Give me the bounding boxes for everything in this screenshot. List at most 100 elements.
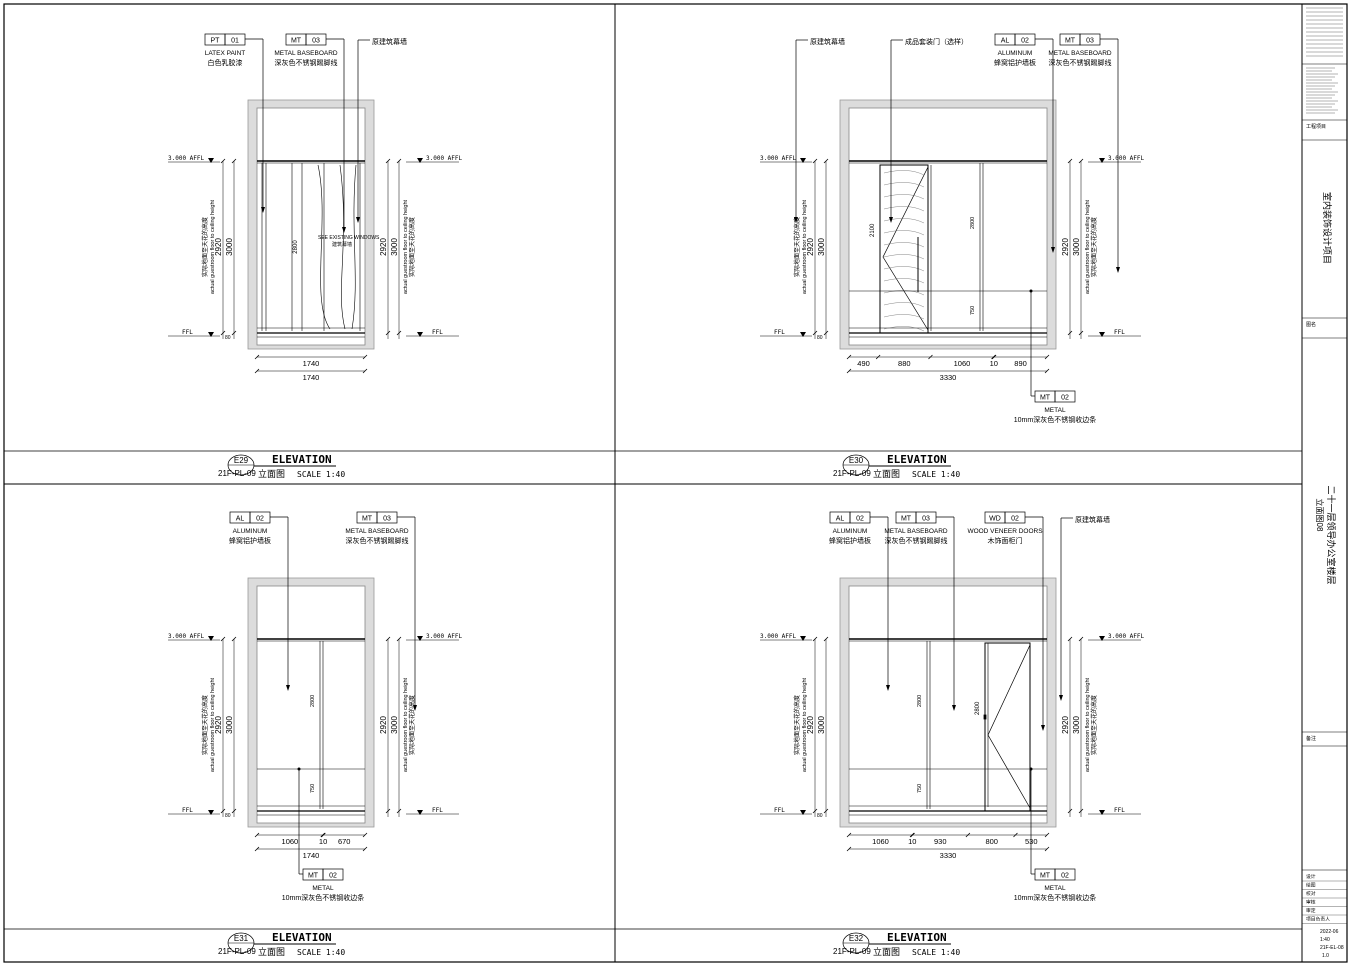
tag-num-box — [915, 511, 937, 524]
height-dim-left: 2920 — [806, 238, 815, 256]
wood-grain — [883, 218, 925, 224]
tag-num-box — [1014, 33, 1036, 46]
dimension-tick — [362, 832, 368, 838]
tag-english: METAL BASEBOARD — [345, 528, 409, 535]
dimension-tick — [812, 158, 818, 164]
total-width-dim: 1740 — [303, 373, 320, 382]
tag-number: 01 — [231, 38, 239, 45]
tag-num-box — [322, 868, 344, 881]
tag-code: MT — [1040, 873, 1051, 880]
tag-chinese: 深灰色不锈钢踢脚线 — [275, 58, 338, 67]
height-dim-left: 2920 — [214, 716, 223, 734]
ceiling-height-note-en: actual guestroom floor to ceiling height — [210, 199, 216, 294]
wood-grain — [883, 170, 925, 176]
dimension-tick — [910, 832, 915, 838]
bottom-dim: 890 — [1014, 359, 1027, 368]
level-marker-icon — [1099, 810, 1105, 815]
tag-number: 02 — [1061, 873, 1069, 880]
level-marker-icon — [800, 158, 806, 163]
ceiling-height-note: 实际地面至天花的高度 — [201, 695, 209, 755]
total-width-dim: 1740 — [303, 851, 320, 860]
title-block-row-label: 项目负责人 — [1306, 916, 1330, 923]
dimension-tick — [991, 354, 996, 360]
wood-grain — [883, 326, 925, 332]
dimension-tick — [991, 354, 997, 360]
drawing-name: 二十一层领导办公室楼层 — [1326, 485, 1337, 584]
tag-number: 03 — [1086, 38, 1094, 45]
leader-arrow-icon — [886, 685, 890, 691]
tag-chinese: 蜂窝铝护墙板 — [994, 58, 1036, 67]
dimension-tick — [846, 832, 852, 838]
tag-number: 02 — [329, 873, 337, 880]
level-bottom-right: FFL — [1114, 807, 1125, 814]
dimension-tick — [812, 808, 818, 814]
leader-arrow-icon — [286, 685, 290, 691]
dimension-tick — [823, 636, 829, 642]
dimension-tick — [1044, 846, 1050, 852]
sheet-reference: 21F-PL-09 — [833, 947, 871, 956]
elevation-title: ELEVATION — [272, 453, 332, 466]
dimension-tick — [1078, 330, 1084, 336]
tag-number: 03 — [922, 516, 930, 523]
tag-num-box — [249, 511, 271, 524]
dimension-tick — [385, 636, 391, 642]
dimension-tick — [396, 330, 402, 336]
wood-grain — [883, 206, 925, 212]
sheet-reference: 21F-PL-09 — [218, 947, 256, 956]
tag-number: 03 — [383, 516, 391, 523]
ceiling-height-note: 实际地面至天花的高度 — [1090, 695, 1098, 755]
total-dim-left: 3000 — [225, 716, 234, 734]
bottom-dim: 670 — [338, 837, 351, 846]
level-marker-icon — [417, 332, 423, 337]
tag-chinese: 10mm深灰色不锈钢收边条 — [1014, 415, 1096, 424]
window-note: SEE EXISTING WINDOWS — [318, 235, 380, 241]
elevation-title: ELEVATION — [272, 931, 332, 944]
elevation-subtitle: 立面图 — [873, 468, 900, 479]
sheet-reference: 21F-PL-09 — [833, 469, 871, 478]
title-block-row-label: 校对 — [1306, 890, 1316, 897]
tag-chinese: 深灰色不锈钢踢脚线 — [1049, 58, 1112, 67]
total-dim-right: 3000 — [1072, 238, 1081, 256]
tag-chinese: 深灰色不锈钢踢脚线 — [346, 536, 409, 545]
bottom-dim: 10 — [908, 837, 916, 846]
inner-dim: 2800 — [917, 695, 923, 707]
tag-code: AL — [836, 516, 845, 523]
dimension-tick — [385, 808, 391, 814]
tag-number: 02 — [1061, 395, 1069, 402]
door-leaf — [984, 642, 1031, 812]
dimension-tick — [909, 832, 915, 838]
tag-num-box — [1054, 390, 1076, 403]
material-tag: 成品套装门（选样） — [889, 37, 968, 223]
elevation-code: E30 — [849, 456, 864, 465]
total-width-dim: 3330 — [940, 851, 957, 860]
tag-num-box — [376, 511, 398, 524]
tag-chinese: 原建筑幕墙 — [372, 37, 407, 46]
tag-code: MT — [291, 38, 302, 45]
tag-english: LATEX PAINT — [205, 50, 246, 57]
level-top-left: 3.000 AFFL — [168, 633, 205, 640]
level-bottom-left: FFL — [182, 807, 193, 814]
elevation-subtitle: 立面图 — [258, 468, 285, 479]
trim-height-dim: 750 — [917, 784, 923, 793]
ceiling-height-note-en: actual guestroom floor to ceiling height — [403, 677, 409, 772]
tag-chinese: 成品套装门（选样） — [905, 37, 968, 46]
level-marker-icon — [208, 636, 214, 641]
elevation-title: ELEVATION — [887, 931, 947, 944]
dimension-tick — [385, 330, 391, 336]
bottom-dim: 880 — [898, 359, 911, 368]
small-dim: 80 — [225, 813, 231, 819]
leader-arrow-icon — [1041, 725, 1045, 731]
tag-chinese: 蜂窝铝护墙板 — [829, 536, 871, 545]
tag-code: MT — [308, 873, 319, 880]
dimension-tick — [362, 354, 368, 360]
leader-dot-icon — [1029, 767, 1033, 771]
tag-code: MT — [901, 516, 912, 523]
tag-number: 02 — [1011, 516, 1019, 523]
elevation-code: E29 — [234, 456, 249, 465]
